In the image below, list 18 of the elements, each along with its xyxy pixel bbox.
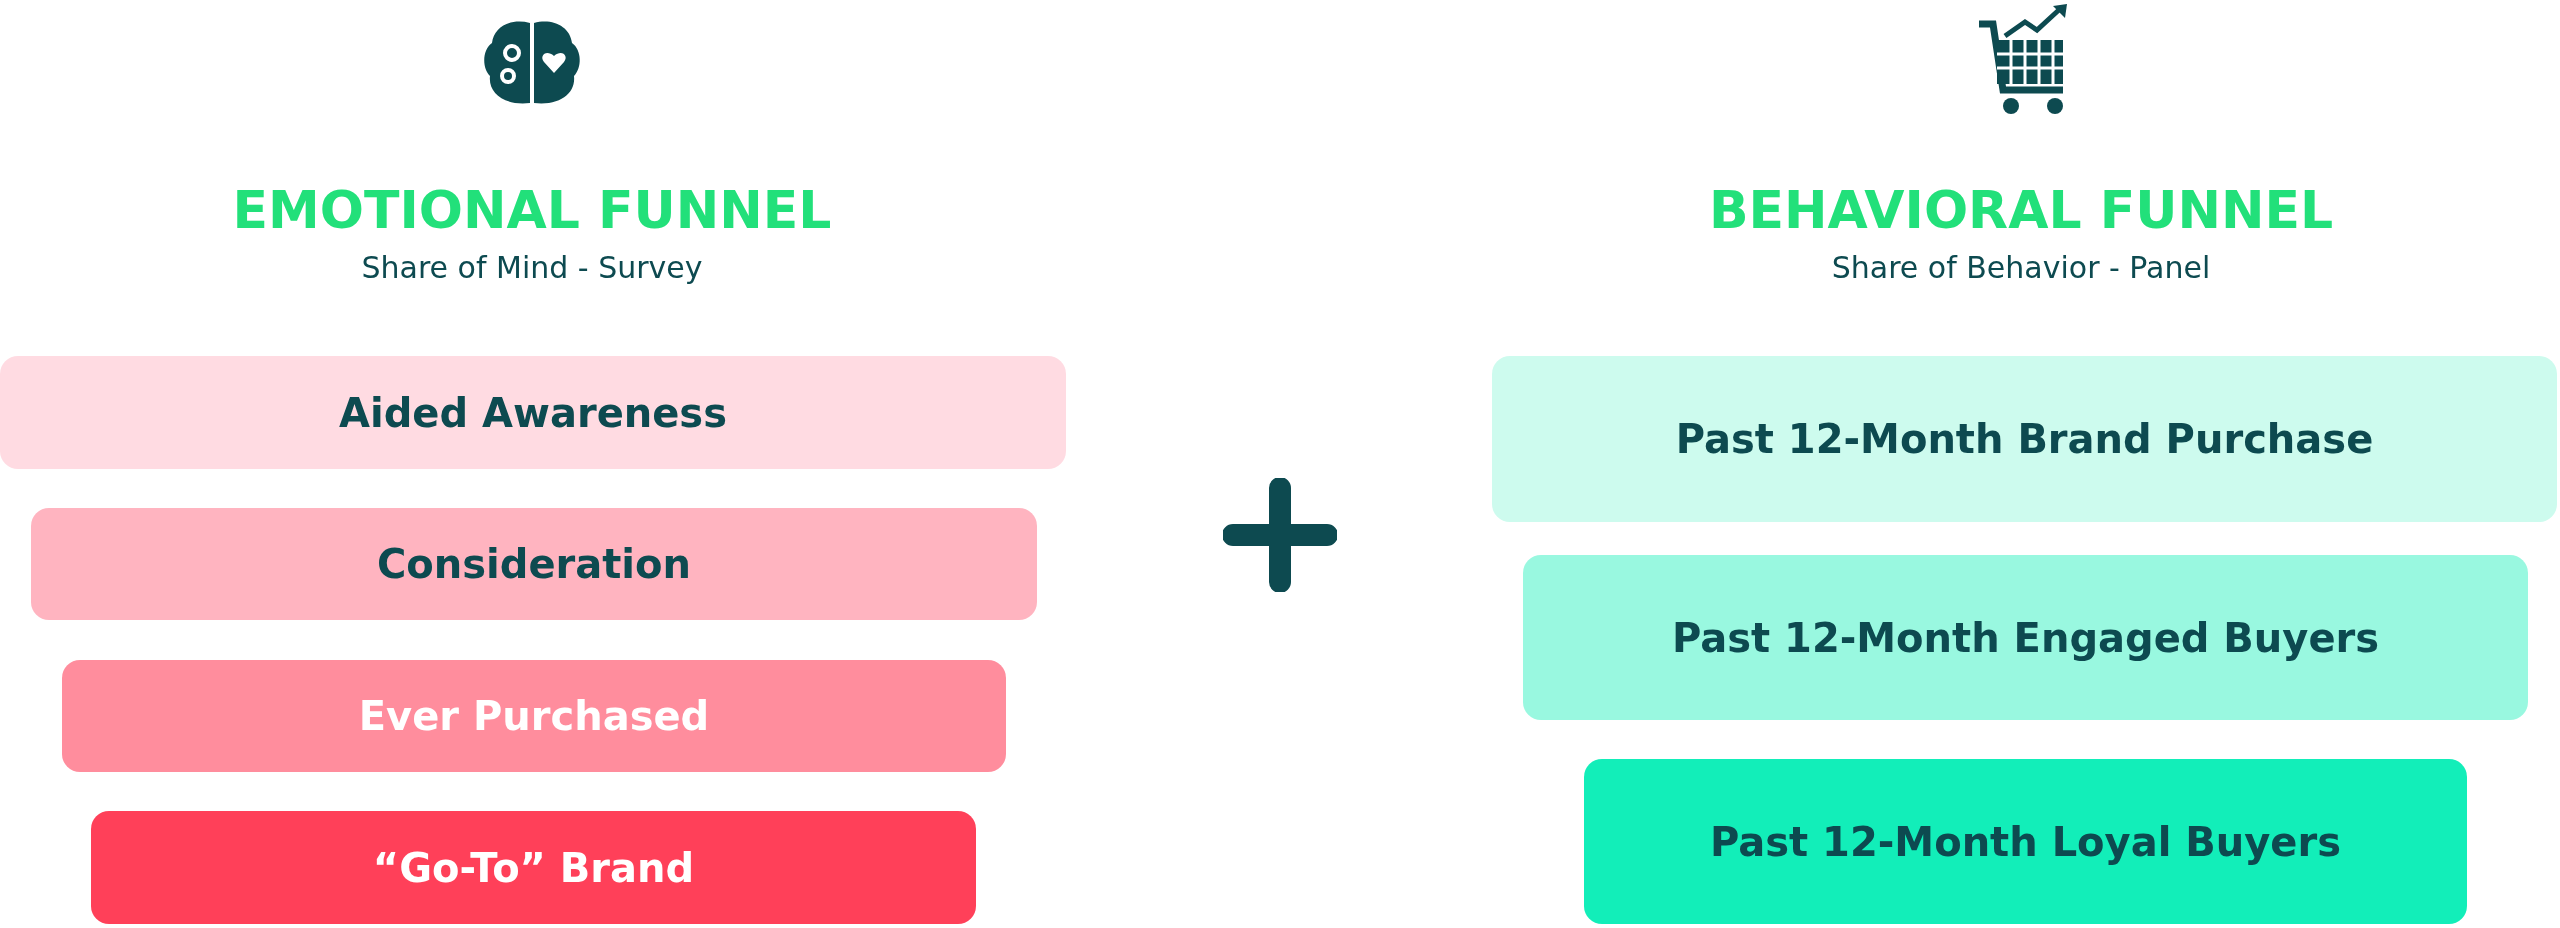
funnel-bar [91,811,976,924]
funnel-subtitle: Share of Mind - Survey [361,250,703,285]
funnel-subtitle: Share of Behavior - Panel [1831,250,2211,285]
bar-label: Past 12-Month Loyal Buyers [1710,818,2341,865]
bar-label: Aided Awareness [339,389,727,436]
funnel-bar [1492,356,2557,522]
funnel-title: BEHAVIORAL FUNNEL [1708,180,2334,240]
funnel-title: EMOTIONAL FUNNEL [232,180,832,240]
funnel-bar [62,660,1006,772]
bar-label: “Go-To” Brand [372,844,695,891]
funnel-bar [0,356,1066,469]
bar-label: Past 12-Month Brand Purchase [1675,416,2374,462]
bar-label: Consideration [376,541,692,587]
funnel-bar [31,508,1037,620]
funnel-bar [1523,555,2528,720]
bar-label: Ever Purchased [358,693,710,739]
funnel-bar [1584,759,2467,924]
bar-label: Past 12-Month Engaged Buyers [1671,614,2380,661]
